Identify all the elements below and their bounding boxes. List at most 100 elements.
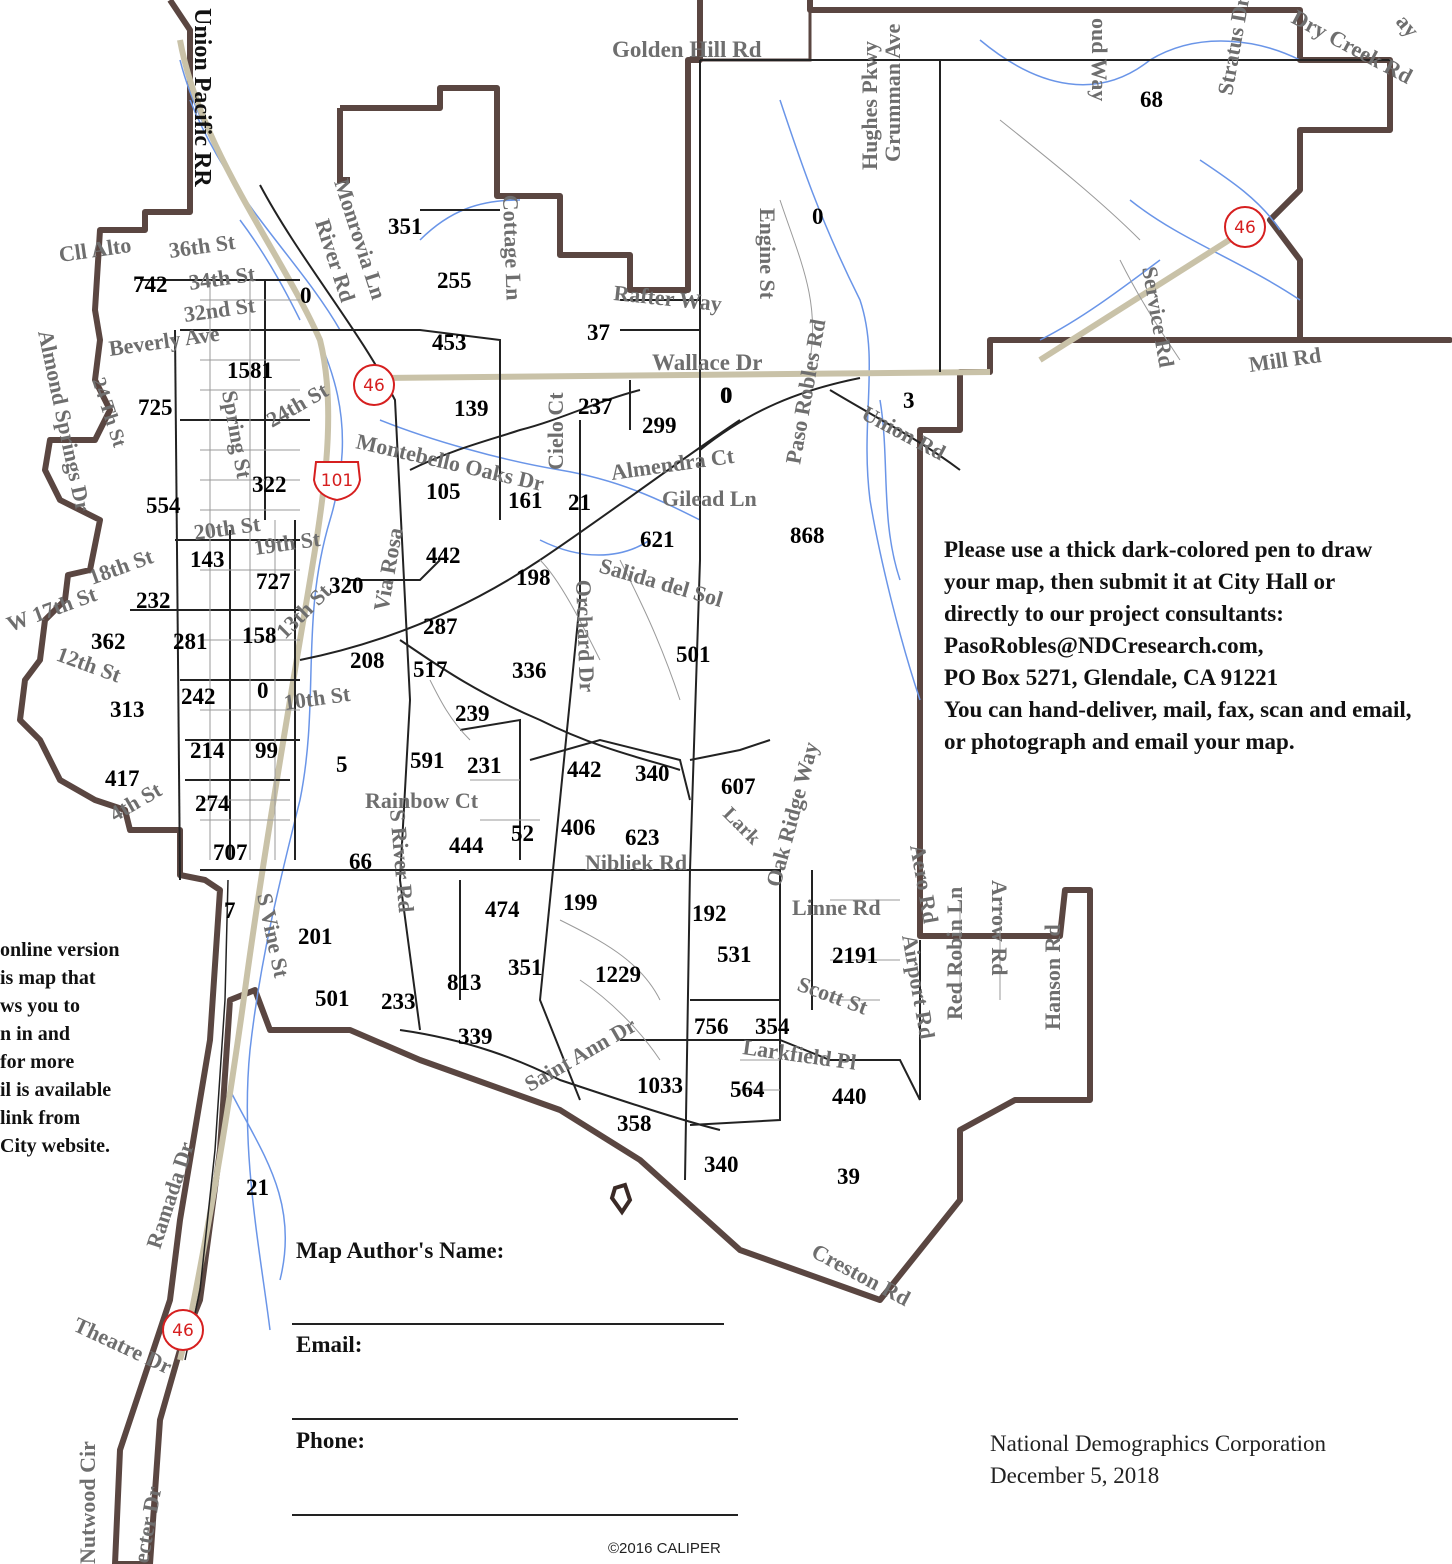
district-population: 21 <box>246 1175 269 1200</box>
district-population: 99 <box>255 738 278 763</box>
district-population: 208 <box>350 648 385 673</box>
district-population: 0 <box>257 678 269 703</box>
instructions-delivery: You can hand-deliver, mail, fax, scan an… <box>944 697 1412 754</box>
district-population: 237 <box>578 394 613 419</box>
district-population: 242 <box>181 684 216 709</box>
street-label: Hanson Rd <box>1040 924 1065 1030</box>
district-population: 21 <box>568 490 591 515</box>
district-population: 158 <box>242 623 277 648</box>
district-population: 299 <box>642 413 677 438</box>
instructions-email: PasoRobles@NDCresearch.com, <box>944 633 1264 658</box>
svg-text:46: 46 <box>172 1321 194 1341</box>
district-population: 255 <box>437 268 472 293</box>
district-population: 813 <box>447 970 482 995</box>
district-population: 68 <box>1140 87 1163 112</box>
district-population: 5 <box>336 752 348 777</box>
district-population: 444 <box>449 833 484 858</box>
district-population: 340 <box>704 1152 739 1177</box>
highway-46-shield: 46 <box>1224 206 1266 248</box>
credit-block: National Demographics Corporation Decemb… <box>990 1428 1326 1492</box>
district-population: 0 <box>300 283 312 308</box>
svg-text:101: 101 <box>321 471 353 491</box>
district-population: 105 <box>426 479 461 504</box>
district-population: 358 <box>617 1111 652 1136</box>
district-population: 199 <box>563 890 598 915</box>
highway-46-shield: 46 <box>162 1309 204 1351</box>
street-label: Wallace Dr <box>652 350 763 375</box>
note-line: n in and <box>0 1023 71 1045</box>
district-population: 727 <box>256 569 291 594</box>
street-label: Red Robin Ln <box>942 887 967 1020</box>
district-population: 351 <box>388 214 423 239</box>
district-population: 0 <box>721 383 733 408</box>
district-population: 214 <box>190 738 225 763</box>
street-label: Nutwood Cir <box>75 1441 100 1564</box>
district-population: 362 <box>91 629 126 654</box>
email-field[interactable] <box>292 1418 738 1420</box>
author-name-field[interactable] <box>292 1323 724 1325</box>
copyright-text: ©2016 CALIPER <box>608 1540 721 1557</box>
district-population: 239 <box>455 701 490 726</box>
highway-46-shield: 46 <box>353 364 395 406</box>
city-boundary <box>17 0 1452 1564</box>
district-population: 313 <box>110 697 145 722</box>
district-population: 52 <box>511 821 534 846</box>
district-population: 442 <box>567 757 602 782</box>
district-population: 531 <box>717 942 752 967</box>
street-label: Hughes Pkwy <box>857 41 882 170</box>
street-label: Cielo Ct <box>543 392 568 470</box>
district-population: 7 <box>224 898 236 923</box>
author-name-label: Map Author's Name: <box>296 1238 505 1263</box>
district-population: 231 <box>467 753 502 778</box>
district-population: 201 <box>298 924 333 949</box>
district-population: 37 <box>587 320 610 345</box>
street-label: Linne Rd <box>792 895 881 920</box>
district-population: 501 <box>315 986 350 1011</box>
credit-org: National Demographics Corporation <box>990 1431 1326 1456</box>
online-version-note: online version is map that ws you to n i… <box>0 936 180 1160</box>
street-label: oud Way <box>1087 18 1112 101</box>
street-label: Grumman Ave <box>880 23 905 162</box>
district-population: 320 <box>329 573 364 598</box>
district-population: 453 <box>432 330 467 355</box>
district-population: 0 <box>812 204 824 229</box>
district-population: 39 <box>837 1164 860 1189</box>
district-population: 0 <box>720 383 732 408</box>
minor-streets <box>200 119 1181 1091</box>
district-population: 474 <box>485 897 520 922</box>
district-population: 1229 <box>595 962 641 987</box>
email-label: Email: <box>296 1332 363 1357</box>
phone-field[interactable] <box>292 1514 738 1516</box>
district-population: 340 <box>635 761 670 786</box>
district-population: 868 <box>790 523 825 548</box>
district-population: 406 <box>561 815 596 840</box>
street-label: Rainbow Ct <box>365 788 479 813</box>
district-population: 1033 <box>637 1073 683 1098</box>
district-population: 233 <box>381 989 416 1014</box>
note-line: ws you to <box>0 995 81 1017</box>
district-population: 198 <box>516 565 551 590</box>
streets <box>130 59 1390 1181</box>
district-population: 339 <box>458 1024 493 1049</box>
svg-text:46: 46 <box>1234 218 1256 238</box>
note-line: online version <box>0 939 120 961</box>
district-population: 517 <box>413 657 448 682</box>
street-label: Gilead Ln <box>662 486 757 511</box>
district-population: 554 <box>146 493 181 518</box>
note-line: link from <box>0 1107 81 1129</box>
district-population: 3 <box>903 388 915 413</box>
district-population: 417 <box>105 766 140 791</box>
district-population: 161 <box>508 488 543 513</box>
district-population: 564 <box>730 1077 765 1102</box>
district-population: 192 <box>692 901 727 926</box>
district-population: 725 <box>138 395 173 420</box>
district-population: 287 <box>423 614 458 639</box>
phone-label: Phone: <box>296 1428 365 1453</box>
district-population: 707 <box>213 840 248 865</box>
street-label: Orchard Dr <box>571 579 600 693</box>
svg-text:46: 46 <box>363 376 385 396</box>
district-population: 1581 <box>227 358 273 383</box>
